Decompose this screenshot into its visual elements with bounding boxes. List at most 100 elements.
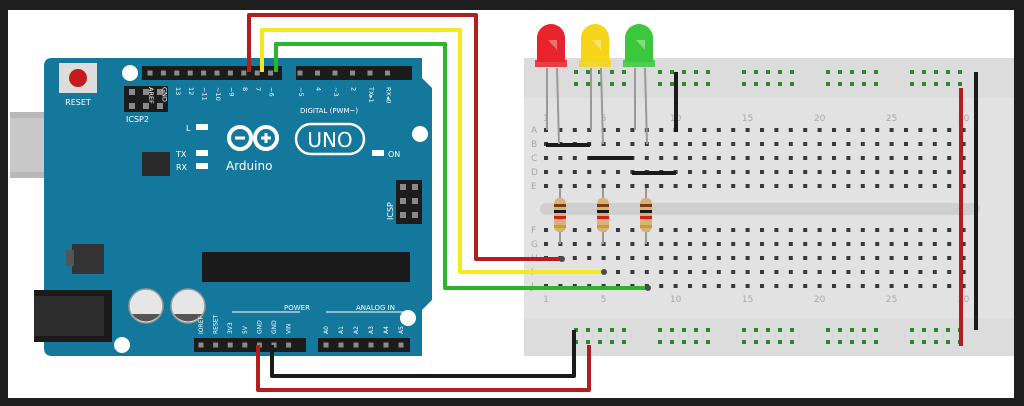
column-number: 30 <box>958 114 970 124</box>
digital-pin-label: ~6 <box>268 87 276 97</box>
model-name: UNO <box>307 128 352 152</box>
uno-badge <box>294 122 366 156</box>
digital-pin-label: GND <box>160 87 168 102</box>
digital-pin-label: ~5 <box>297 87 305 97</box>
resistors <box>554 188 652 244</box>
analog-pin <box>323 342 329 348</box>
row-letter: E <box>531 182 537 192</box>
resistor <box>597 188 609 244</box>
column-number: 30 <box>958 295 970 305</box>
power-header <box>194 338 306 352</box>
digital-pin-label: AREF <box>147 87 155 104</box>
reset-button-cap[interactable] <box>69 69 87 87</box>
reset-label: RESET <box>65 98 91 107</box>
analog-pin <box>368 342 374 348</box>
signal-wires <box>247 13 978 392</box>
column-number: 1 <box>543 295 549 305</box>
brand-name: Arduino <box>226 159 272 173</box>
digital-pin-label: ~3 <box>332 87 340 97</box>
power-pin <box>242 342 248 348</box>
digital-pin-label: 2 <box>350 87 358 91</box>
arduino-logo <box>227 125 279 151</box>
digital-pin <box>227 70 233 76</box>
led-tx <box>196 150 208 156</box>
leds <box>535 24 655 145</box>
power-pin <box>198 342 204 348</box>
analog-pin <box>383 342 389 348</box>
row-letter: C <box>531 154 537 164</box>
digital-pin <box>241 70 247 76</box>
digital-pin <box>385 70 390 76</box>
analog-pin <box>353 342 359 348</box>
digital-pin-label: 12 <box>187 87 195 95</box>
digital-pin <box>315 70 320 76</box>
analog-pin-label: A2 <box>353 326 360 334</box>
voltage-regulator <box>72 244 104 274</box>
power-pin <box>227 342 233 348</box>
power-wire <box>256 345 591 392</box>
power-pin-holes <box>198 342 404 348</box>
led-l <box>196 124 208 130</box>
row-letter: B <box>531 140 537 150</box>
column-number: 5 <box>601 114 607 124</box>
digital-pin <box>214 70 220 76</box>
power-pin <box>213 342 219 348</box>
icsp-label: ICSP <box>386 202 395 220</box>
digital-pin-label: RX◂0 <box>385 87 393 103</box>
column-number: 25 <box>886 114 897 124</box>
digital-pin <box>174 70 180 76</box>
resistor <box>640 188 652 244</box>
led-l-label: L <box>186 124 191 133</box>
digital-pin-label: 8 <box>241 87 249 91</box>
digital-pin <box>350 70 355 76</box>
digital-pin-holes <box>147 70 390 76</box>
digital-pin-label: 7 <box>254 87 262 91</box>
ground-wire <box>270 330 576 378</box>
analog-pin-label: A3 <box>368 326 375 334</box>
power-pin-label: VIN <box>286 324 293 334</box>
digital-pin-label: ~9 <box>227 87 235 97</box>
analog-pin-label: A0 <box>323 326 330 334</box>
yellow-led <box>579 24 611 145</box>
column-number: 15 <box>742 114 753 124</box>
analog-label: ANALOG IN <box>356 304 395 312</box>
power-pin-label: IOREF <box>198 316 205 334</box>
row-letter: D <box>531 168 538 178</box>
on-label: ON <box>388 150 400 159</box>
power-pin <box>286 342 292 348</box>
digital-pin-label: 4 <box>315 87 323 91</box>
analog-header <box>318 338 410 352</box>
digital-pin-label: ~10 <box>214 87 222 101</box>
power-pin-label: GND <box>256 320 263 334</box>
column-number: 5 <box>601 295 607 305</box>
digital-pin <box>367 70 373 76</box>
mounting-hole <box>400 310 416 326</box>
mounting-hole <box>122 65 138 81</box>
green-signal-wire <box>274 42 648 290</box>
digital-pin <box>268 70 274 76</box>
digital-pin <box>332 70 338 76</box>
atmega-chip <box>202 252 410 282</box>
icsp2-label: ICSP2 <box>126 115 149 124</box>
capacitor <box>128 288 164 324</box>
resistor <box>554 188 566 244</box>
digital-pin <box>254 70 260 76</box>
row-letter: A <box>531 126 538 136</box>
power-pin-label: 3V3 <box>227 322 234 334</box>
red-led <box>535 24 567 145</box>
digital-pin <box>160 70 166 76</box>
column-number: 15 <box>742 295 753 305</box>
rx-label: RX <box>176 163 188 172</box>
row-letter: F <box>531 226 536 236</box>
bottom-power-rail <box>524 318 1014 356</box>
capacitor <box>170 288 206 324</box>
column-number: 10 <box>670 295 682 305</box>
analog-pin-label: A1 <box>338 326 345 334</box>
digital-pin-label: 13 <box>174 87 182 95</box>
